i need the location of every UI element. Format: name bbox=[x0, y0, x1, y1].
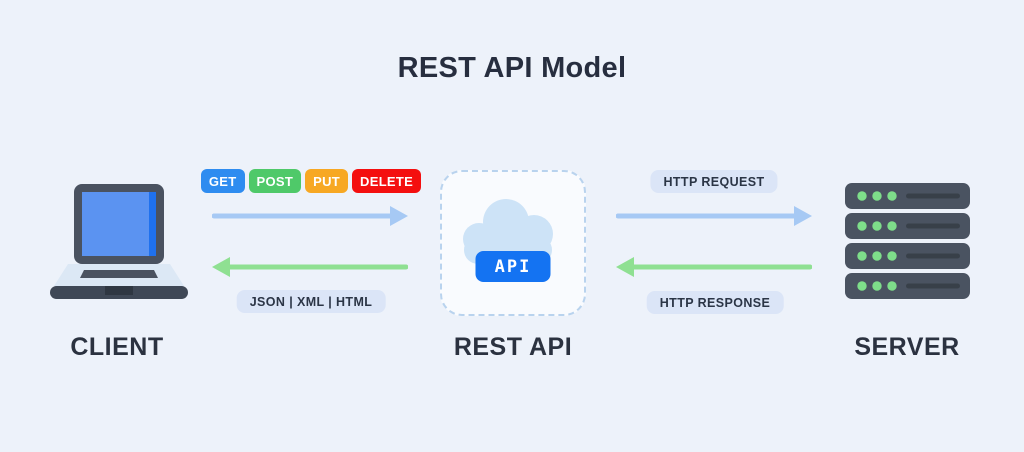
rest-api-card: API bbox=[440, 170, 586, 316]
response-arrow-left-icon bbox=[616, 257, 812, 277]
request-arrow-right-icon bbox=[616, 206, 812, 226]
request-arrow-right-icon bbox=[212, 206, 408, 226]
http-response-pill: HTTP RESPONSE bbox=[646, 291, 784, 314]
server-rack-icon bbox=[845, 183, 970, 299]
laptop-icon bbox=[50, 184, 188, 299]
http-request-pill: HTTP REQUEST bbox=[650, 170, 778, 193]
http-methods-row: GET POST PUT DELETE bbox=[200, 169, 422, 193]
page-title: REST API Model bbox=[397, 52, 627, 84]
method-badge-put: PUT bbox=[305, 169, 349, 193]
rest-api-label: REST API bbox=[453, 333, 573, 361]
method-badge-delete: DELETE bbox=[352, 169, 422, 193]
response-arrow-left-icon bbox=[212, 257, 408, 277]
api-badge: API bbox=[475, 251, 551, 282]
server-label: SERVER bbox=[854, 333, 960, 361]
method-badge-get: GET bbox=[200, 169, 245, 193]
method-badge-post: POST bbox=[248, 169, 302, 193]
client-label: CLIENT bbox=[70, 333, 164, 361]
response-formats-pill: JSON | XML | HTML bbox=[236, 290, 386, 313]
